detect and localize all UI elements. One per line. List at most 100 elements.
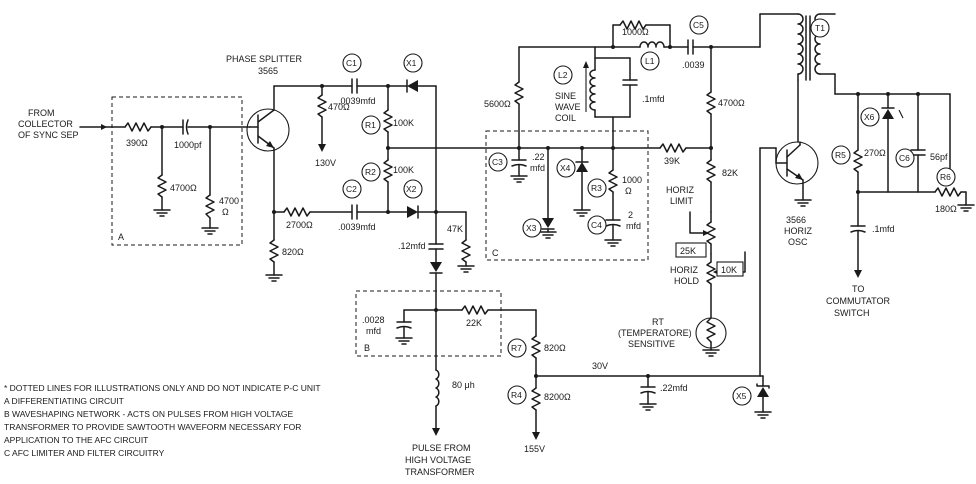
- transistor-3565: [246, 108, 290, 152]
- resistor-5600: [514, 81, 524, 105]
- potentiometer-10k: [706, 261, 716, 285]
- label-rt-1: RT: [652, 317, 664, 327]
- label-r25k: 25K: [680, 246, 696, 256]
- resistor-r6: [934, 187, 962, 197]
- label-c6: C6: [899, 153, 910, 163]
- resistor-1000-top: [619, 20, 647, 30]
- label-x2: X2: [406, 184, 417, 194]
- label-of-sync-sep: OF SYNC SEP: [18, 130, 79, 140]
- tag-r3: [587, 178, 607, 198]
- label-c0028-2: mfd: [366, 326, 381, 336]
- diode-x6: [882, 109, 894, 119]
- label-c0028-1: .0028: [362, 315, 385, 325]
- resistor-39k: [659, 143, 687, 153]
- label-r1000top: 1000Ω: [622, 27, 649, 37]
- tag-r7: [507, 338, 527, 358]
- label-switch: SWITCH: [834, 308, 870, 318]
- label-30v: 30V: [592, 361, 608, 371]
- label-c3-val-2: mfd: [530, 163, 545, 173]
- label-transformer: TRANSFORMER: [405, 467, 475, 477]
- tag-r1: [361, 115, 381, 135]
- label-r82k: 82K: [722, 168, 738, 178]
- label-r4: R4: [511, 390, 522, 400]
- label-box-c: C: [492, 248, 499, 258]
- label-t1: T1: [815, 23, 825, 33]
- resistor-47k: [461, 239, 471, 263]
- label-r2700: 2700Ω: [286, 220, 313, 230]
- label-c6-val: 56pf: [930, 152, 948, 162]
- input-arrow-icon: [101, 124, 107, 130]
- tag-c3: [488, 152, 508, 172]
- label-r4700a: 4700Ω: [170, 183, 197, 193]
- pot-25k-box: [675, 242, 707, 258]
- tag-c4: [587, 215, 607, 235]
- label-r7-val: 820Ω: [544, 343, 566, 353]
- resistor-r3: [608, 169, 618, 193]
- label-r47k: 47K: [447, 224, 463, 234]
- tag-x4: [556, 158, 576, 178]
- label-r4700b-1: 4700: [219, 196, 239, 206]
- label-c1000pf: 1000pf: [174, 140, 202, 150]
- tag-x5: [732, 386, 752, 406]
- label-r10k: 10K: [721, 265, 737, 275]
- label-high-voltage: HIGH VOLTAGE: [405, 455, 471, 465]
- label-r2: R2: [365, 167, 376, 177]
- pot-10k-box: [716, 261, 744, 277]
- tag-r4: [507, 385, 527, 405]
- label-r39k: 39K: [664, 156, 680, 166]
- label-c4-val-1: 2: [628, 210, 633, 220]
- label-r390: 390Ω: [126, 138, 148, 148]
- label-horiz: HORIZ: [784, 226, 813, 236]
- label-l80: 80 μh: [452, 380, 475, 390]
- label-horiz-hold-1: HORIZ: [670, 265, 699, 275]
- label-c1mfd-l2: .1mfd: [642, 94, 665, 104]
- label-155v: 155V: [524, 444, 545, 454]
- label-c2-val: .0039mfd: [338, 222, 376, 232]
- label-130v: 130V: [315, 158, 336, 168]
- label-r7: R7: [511, 343, 522, 353]
- label-l2: L2: [558, 70, 568, 80]
- label-r820a: 820Ω: [282, 247, 304, 257]
- diode-x3: [542, 218, 554, 228]
- tag-c1: [342, 53, 362, 73]
- tag-c5: [689, 15, 709, 35]
- label-c4: C4: [591, 220, 602, 230]
- label-l1: L1: [645, 56, 655, 66]
- label-3566: 3566: [786, 215, 806, 225]
- label-r1-val: 100K: [393, 118, 414, 128]
- tag-x3: [522, 218, 542, 238]
- text-layer: FROM COLLECTOR OF SYNC SEP PHASE SPLITTE…: [18, 20, 957, 477]
- label-r6-val: 180Ω: [935, 204, 957, 214]
- label-phase-splitter: PHASE SPLITTER: [226, 54, 303, 64]
- inductor-80uh: [435, 369, 440, 407]
- notes-block: * DOTTED LINES FOR ILLUSTRATIONS ONLY AN…: [4, 383, 321, 458]
- label-x6: X6: [864, 112, 875, 122]
- resistor-82k: [706, 159, 716, 183]
- label-r470: 470Ω: [328, 102, 350, 112]
- label-c1-val: .0039mfd: [338, 96, 376, 106]
- label-sine: SINE: [555, 91, 576, 101]
- label-from: FROM: [28, 108, 55, 118]
- resistor-390: [124, 122, 152, 132]
- label-r6: R6: [940, 172, 951, 182]
- box-c-outline: [485, 130, 649, 261]
- label-r3-val-2: Ω: [625, 186, 632, 196]
- resistor-r5: [853, 149, 863, 173]
- label-x1: X1: [406, 58, 417, 68]
- tag-l1: [640, 51, 660, 71]
- label-r4700b-2: Ω: [222, 207, 229, 217]
- label-x5: X5: [736, 391, 747, 401]
- note-line-1: * DOTTED LINES FOR ILLUSTRATIONS ONLY AN…: [4, 383, 321, 393]
- label-wave: WAVE: [555, 102, 581, 112]
- label-to: TO: [852, 284, 864, 294]
- inductor-l2: [589, 69, 596, 111]
- label-c3-val-1: .22: [532, 152, 545, 162]
- resistor-4700-b: [205, 194, 215, 219]
- tag-r5: [831, 145, 851, 165]
- label-rt-2: (TEMPERATORE): [618, 328, 692, 338]
- label-r1: R1: [365, 120, 376, 130]
- label-c1: C1: [346, 58, 357, 68]
- tag-x6: [860, 107, 880, 127]
